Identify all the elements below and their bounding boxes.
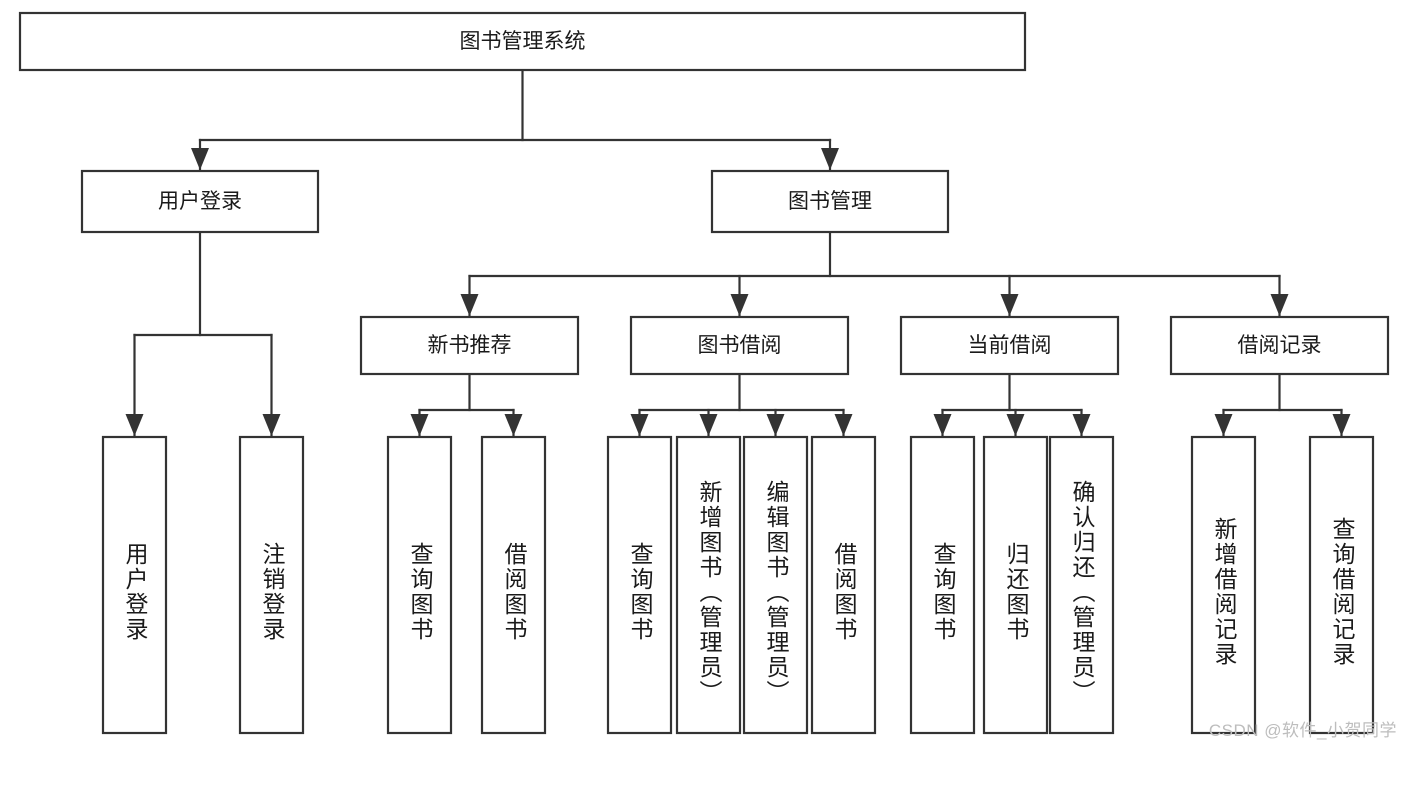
arrow-to-leaf-query-books-1 xyxy=(410,414,429,436)
arrow-to-leaf-query-books-2 xyxy=(630,414,649,436)
node-current-borrow-box[interactable] xyxy=(899,315,1120,376)
arrow-to-current-borrow xyxy=(1000,294,1019,316)
leaf-leaf-query-books-3-box[interactable] xyxy=(909,435,976,735)
node-book-borrow-label: 图书借阅 xyxy=(698,334,782,357)
arrow-to-leaf-return-book xyxy=(1006,414,1025,436)
leaf-leaf-query-books-1-box[interactable] xyxy=(386,435,453,735)
leaf-leaf-user-login-box[interactable] xyxy=(101,435,168,735)
arrow-to-book-management xyxy=(821,148,839,170)
node-new-book-recommend-label: 新书推荐 xyxy=(428,334,512,357)
flowchart-canvas: 图书管理系统用户登录图书管理新书推荐图书借阅当前借阅借阅记录 用户登录注销登录查… xyxy=(18,11,1397,740)
arrow-to-leaf-borrow-books-1 xyxy=(504,414,523,436)
node-borrow-record-label: 借阅记录 xyxy=(1238,334,1322,357)
arrow-to-leaf-user-login xyxy=(125,414,144,436)
node-user-login-box[interactable] xyxy=(80,169,320,234)
arrow-to-borrow-record xyxy=(1270,294,1289,316)
node-book-borrow-box[interactable] xyxy=(629,315,850,376)
leaf-leaf-confirm-return-box[interactable] xyxy=(1048,435,1115,735)
arrow-to-leaf-query-books-3 xyxy=(933,414,952,436)
arrow-to-leaf-add-book xyxy=(699,414,718,436)
boxes-layer xyxy=(18,11,1390,735)
node-new-book-recommend-box[interactable] xyxy=(359,315,580,376)
leaf-leaf-logout-box[interactable] xyxy=(238,435,305,735)
leaf-leaf-query-record-box[interactable] xyxy=(1308,435,1375,735)
node-root-label: 图书管理系统 xyxy=(460,30,586,53)
node-root-box[interactable] xyxy=(18,11,1027,72)
node-borrow-record-box[interactable] xyxy=(1169,315,1390,376)
leaf-leaf-add-record-box[interactable] xyxy=(1190,435,1257,735)
arrow-to-book-borrow xyxy=(730,294,749,316)
leaf-leaf-return-book-box[interactable] xyxy=(982,435,1049,735)
node-book-management-box[interactable] xyxy=(710,169,950,234)
arrow-to-leaf-query-record xyxy=(1332,414,1351,436)
arrow-to-leaf-add-record xyxy=(1214,414,1233,436)
leaf-leaf-query-books-2-box[interactable] xyxy=(606,435,673,735)
arrow-to-leaf-edit-book xyxy=(766,414,785,436)
leaf-leaf-edit-book-box[interactable] xyxy=(742,435,809,735)
node-book-management-label: 图书管理 xyxy=(788,190,872,213)
leaf-leaf-borrow-books-2-box[interactable] xyxy=(810,435,877,735)
node-current-borrow-label: 当前借阅 xyxy=(968,334,1052,357)
arrow-to-leaf-borrow-books-2 xyxy=(834,414,853,436)
arrow-to-new-book-recommend xyxy=(460,294,479,316)
leaf-leaf-add-book-box[interactable] xyxy=(675,435,742,735)
arrow-to-user-login xyxy=(191,148,209,170)
arrow-to-leaf-logout xyxy=(262,414,281,436)
node-user-login-label: 用户登录 xyxy=(158,190,242,213)
leaf-leaf-borrow-books-1-box[interactable] xyxy=(480,435,547,735)
watermark: CSDN @软件_小贺同学 xyxy=(1208,721,1397,740)
connectors-layer xyxy=(125,68,1351,437)
arrow-to-leaf-confirm-return xyxy=(1072,414,1091,436)
